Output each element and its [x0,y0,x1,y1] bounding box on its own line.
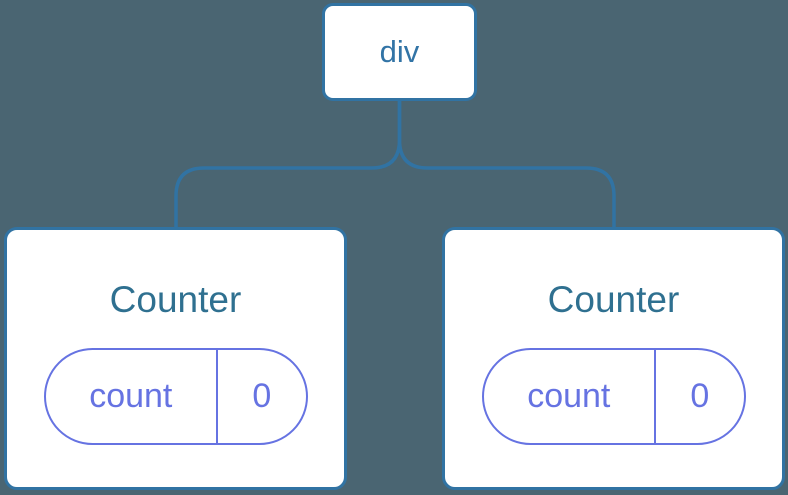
counter-node-left: Counter count 0 [4,227,347,490]
state-pill: count 0 [44,348,308,445]
counter-node-right: Counter count 0 [442,227,785,490]
counter-title: Counter [109,279,242,320]
state-value-segment: 0 [656,350,744,443]
root-node-label: div [379,34,420,69]
state-key-label: count [89,377,173,415]
state-value-label: 0 [252,377,272,415]
state-key-segment: count [46,350,218,443]
connector-right-branch [397,99,616,229]
root-node: div [322,3,477,101]
counter-title: Counter [547,279,680,320]
state-value-label: 0 [690,377,710,415]
connector-left-branch [174,99,402,229]
state-value-segment: 0 [218,350,306,443]
state-key-segment: count [484,350,656,443]
state-pill: count 0 [482,348,746,445]
state-key-label: count [527,377,611,415]
